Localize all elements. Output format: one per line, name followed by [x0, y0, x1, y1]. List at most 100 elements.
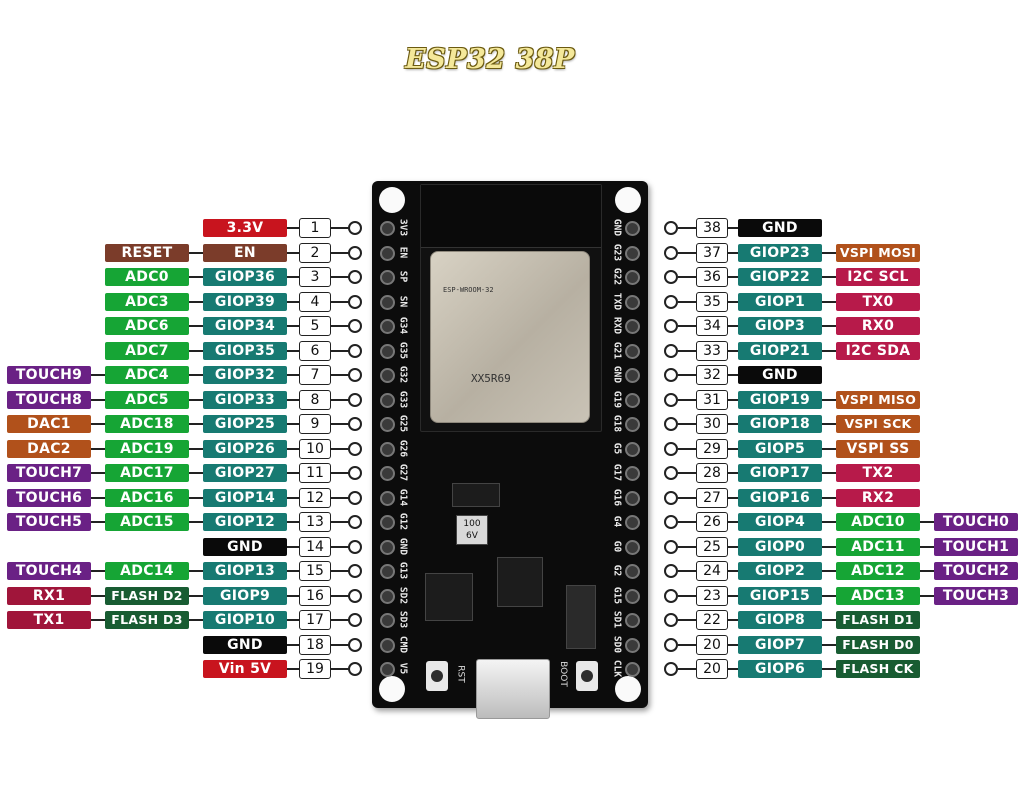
label-connector — [920, 570, 934, 572]
pin-label-adc: ADC16 — [105, 488, 189, 507]
label-connector — [822, 423, 836, 425]
header-pin — [625, 343, 640, 359]
label-connector — [287, 643, 299, 646]
pin-label-touch: TOUCH9 — [7, 366, 91, 384]
label-connector — [728, 594, 738, 597]
label-connector — [822, 398, 836, 401]
label-connector — [287, 472, 299, 474]
silkscreen-label: CLK — [611, 659, 623, 678]
voltage-regulator — [425, 573, 473, 621]
header-pin — [625, 417, 640, 432]
label-connector — [728, 227, 738, 229]
capacitor: 100 6V — [456, 515, 488, 545]
label-connector — [728, 570, 738, 572]
pin-dot — [664, 637, 678, 652]
label-connector — [728, 349, 738, 352]
pin-label-gpio: GIOP18 — [738, 415, 822, 433]
label-connector — [728, 521, 738, 523]
pin-label-uart_right: TX2 — [836, 464, 920, 482]
pin-wire — [678, 594, 696, 597]
header-pin — [380, 270, 395, 285]
header-pin — [380, 343, 395, 359]
header-pin — [625, 613, 640, 628]
header-pin — [380, 662, 395, 677]
pin-number: 7 — [299, 365, 331, 385]
pin-label-touch: TOUCH1 — [934, 537, 1018, 556]
pin-label-adc: ADC12 — [836, 562, 920, 580]
boot-button[interactable] — [576, 661, 598, 691]
pin-wire — [678, 398, 696, 401]
pin-number: 4 — [299, 291, 331, 312]
mount-hole — [615, 676, 641, 702]
pin-number: 17 — [299, 610, 331, 630]
header-pin — [380, 613, 395, 628]
label-connector — [728, 619, 738, 621]
pin-label-gpio: GIOP22 — [738, 268, 822, 286]
pin-dot — [664, 613, 678, 627]
rst-button[interactable] — [426, 661, 448, 691]
label-connector — [920, 594, 934, 597]
label-connector — [287, 276, 299, 278]
pin-label-uart_right: RX2 — [836, 488, 920, 507]
header-pin — [625, 368, 640, 383]
pin-dot — [664, 441, 678, 456]
silkscreen-label: V5 — [397, 662, 409, 675]
pin-wire — [330, 300, 350, 303]
header-pin — [380, 637, 395, 653]
pin-label-en: EN — [203, 243, 287, 262]
pin-label-gpio: GIOP0 — [738, 537, 822, 556]
label-connector — [822, 521, 836, 523]
micro-usb-port[interactable] — [476, 659, 550, 719]
label-connector — [822, 472, 836, 474]
header-pin — [380, 539, 395, 555]
pin-wire — [678, 668, 696, 670]
label-connector — [189, 472, 203, 474]
pin-dot — [664, 343, 678, 358]
pin-wire — [678, 521, 696, 523]
pin-number: 3 — [299, 267, 331, 287]
label-connector — [287, 594, 299, 597]
pin-label-i2c: I2C SDA — [836, 341, 920, 360]
pin-dot — [664, 319, 678, 333]
label-connector — [822, 668, 836, 670]
pin-label-gpio: GIOP10 — [203, 611, 287, 629]
pin-dot — [664, 270, 678, 284]
pin-number: 14 — [299, 536, 331, 557]
pin-label-adc: ADC6 — [105, 317, 189, 335]
pin-label-adc: ADC5 — [105, 390, 189, 409]
pin-wire — [330, 545, 350, 548]
label-connector — [822, 545, 836, 548]
label-connector — [728, 496, 738, 499]
label-connector — [287, 521, 299, 523]
pin-label-gpio: GIOP13 — [203, 562, 287, 580]
label-connector — [822, 251, 836, 254]
pin-dot — [664, 368, 678, 382]
header-pin — [625, 270, 640, 285]
header-pin — [380, 466, 395, 481]
pin-label-adc: ADC10 — [836, 513, 920, 531]
pin-label-serial_left: RX1 — [7, 586, 91, 605]
header-pin — [380, 221, 395, 236]
label-connector — [822, 619, 836, 621]
pin-dot — [664, 245, 678, 260]
header-pin — [625, 564, 640, 579]
pin-label-gpio: GIOP36 — [203, 268, 287, 286]
pin-wire — [678, 496, 696, 499]
pin-label-flash: FLASH CK — [836, 660, 920, 678]
pin-number: 23 — [696, 585, 728, 606]
pin-number: 11 — [299, 463, 331, 483]
header-pin — [625, 539, 640, 555]
label-connector — [189, 276, 203, 278]
label-connector — [728, 300, 738, 303]
header-pin — [625, 441, 640, 457]
